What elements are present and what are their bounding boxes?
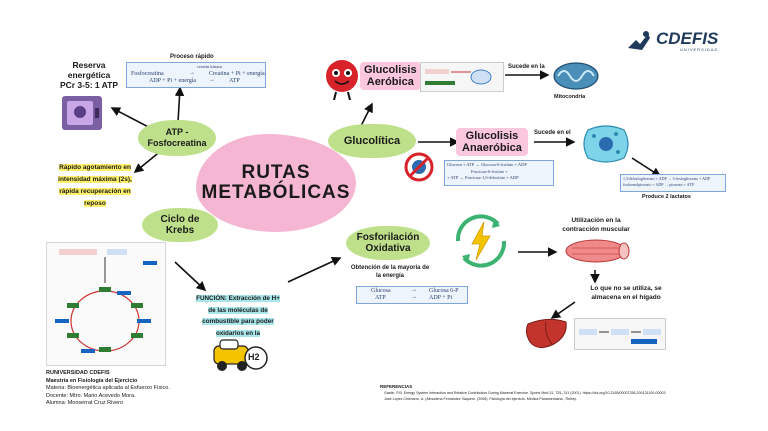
hydrogen-car-icon: H2 — [212, 332, 268, 376]
krebs-cycle-graphic — [55, 249, 157, 353]
fosforilacion-line2: Oxidativa — [365, 243, 411, 254]
glucolisis-aerobica-title: Glucolisis Aeróbica — [360, 62, 421, 90]
credits-line5: Alumna: Monserrat Cruz Rivero — [46, 400, 124, 406]
safe-vault-icon — [62, 96, 102, 130]
brand-logo: CDEFIS UNIVERSIDAD — [626, 30, 718, 52]
note-line2: intensidad máxima (2s), — [58, 176, 132, 183]
eq2-right: ATP — [229, 78, 240, 84]
krebs-line2: Krebs — [165, 225, 195, 236]
referencias-block: REFERENCIAS Gastin, P.B. Energy System I… — [380, 384, 720, 402]
funcion-line3: combustible para poder — [202, 318, 274, 325]
fosf-eq2-left: ATP — [375, 295, 386, 301]
brand-name: CDEFIS — [656, 28, 719, 48]
red-blood-cell-mascot-icon — [322, 58, 362, 101]
credits-line3: Materia: Bioenergética aplicada al Esfue… — [46, 385, 170, 391]
sucede-en-la-label: Sucede en la — [508, 64, 545, 70]
runner-logo-icon — [628, 31, 650, 50]
liver-storage-pathway-thumbnail — [574, 318, 666, 350]
lactato-eq-line2: fosfoenolpiruvato + ADP → piruvato + ATP — [623, 182, 694, 187]
sucede-en-el-label: Sucede en el — [534, 130, 571, 136]
referencias-title: REFERENCIAS — [380, 384, 413, 389]
glucolitica-label: Glucolítica — [343, 135, 401, 147]
funcion-line4: oxidarlos en la — [215, 329, 261, 337]
center-title-blob: RUTAS METABÓLICAS — [196, 134, 356, 232]
aerobica-line1: Glucolisis — [364, 64, 417, 76]
anaer-eq-line3: + ATP → Fructosa-1,6-difosfato + ADP — [447, 175, 519, 180]
reserva-energetica: Reserva energética PCr 3-5: 1 ATP — [54, 60, 124, 90]
brand-tagline: UNIVERSIDAD — [680, 46, 719, 52]
enzyme-label: creatin kinasa — [197, 64, 222, 69]
utilizacion-line2: contracción muscular — [562, 226, 630, 233]
funcion-line1: FUNCIÓN: Extracción de H+ — [196, 295, 280, 302]
proceso-rapido-equation: creatin kinasa Fosfocreatina → Creatina … — [126, 62, 266, 88]
h2-label: H2 — [248, 352, 260, 362]
mitocondria-label: Mitocondria — [554, 94, 586, 100]
no-oxygen-icon — [404, 152, 434, 182]
liver-icon — [524, 314, 570, 354]
atp-node-label: ATP - Fosfocreatina — [147, 127, 207, 148]
reserva-line1: Reserva — [72, 60, 106, 70]
eq1-left: Fosfocreatina — [131, 71, 164, 77]
cytoplasm-cell-icon — [580, 122, 632, 166]
fosforilacion-oxidativa-node: Fosforilación Oxidativa — [346, 226, 430, 260]
ciclo-krebs-node: Ciclo de Krebs — [142, 208, 218, 242]
glucolitica-node: Glucolítica — [328, 124, 416, 158]
note-line1: Rápido agotamiento en — [59, 164, 131, 171]
lactato-equation: 1,3-difosfoglicerato + ADP → 3-fosfoglic… — [620, 174, 726, 192]
credits-line1: RUNIVERSIDAD CDEFIS — [46, 370, 110, 376]
utilizacion-line1: Utilización en la — [571, 217, 621, 224]
eq1-arrow: → — [189, 70, 195, 76]
energy-cycle-lightning-icon — [448, 208, 514, 274]
mitochondria-icon — [552, 60, 600, 92]
rapido-agotamiento-note: Rápido agotamiento en intensidad máxima … — [52, 160, 138, 208]
credits-line2: Maestría en Fisiología del Ejercicio — [46, 377, 138, 384]
center-title-line2: METABÓLICAS — [201, 182, 351, 203]
glucolisis-anaerobica-title: Glucolisis Anaeróbica — [456, 128, 528, 156]
aerobic-pathway-thumbnail — [420, 62, 504, 92]
fosf-eq1-left: Glucosa — [371, 288, 391, 294]
anaerobic-equation: Glucosa + ATP → Glucosa-6-fosfato + ADP … — [444, 160, 554, 186]
anaer-eq-line2: Fructosa-6-fosfato + — [471, 168, 508, 174]
fosf-eq2-arrow: → — [411, 294, 417, 300]
center-title-line1: RUTAS — [241, 162, 311, 183]
almacena-line2: almacena en el hígado — [591, 294, 661, 301]
anaerobica-line1: Glucolisis — [465, 130, 519, 142]
atp-fosfocreatina-node: ATP - Fosfocreatina — [138, 120, 216, 156]
credits-line4: Docente: Mtro. Mario Acevedo Mora. — [46, 392, 136, 399]
obtencion-energia-note: Obtención de la mayoría de la energía — [340, 264, 440, 280]
produce-lactatos-label: Produce 2 lactatos — [642, 194, 691, 200]
funcion-line2: de las moléculas de — [208, 306, 268, 314]
credits-block: RUNIVERSIDAD CDEFIS Maestría en Fisiolog… — [46, 370, 170, 408]
muscle-fiber-icon — [562, 236, 630, 266]
fosf-eq1-arrow: → — [411, 287, 417, 293]
anaer-eq-line1: Glucosa + ATP → Glucosa-6-fosfato + ADP — [447, 162, 527, 167]
eq2-left: ADP + Pi + energía — [149, 78, 197, 84]
eq2-arrow: → — [209, 77, 215, 83]
funcion-note: FUNCIÓN: Extracción de H+ de las molécul… — [186, 292, 290, 338]
almacena-line1: Lo que no se utiliza, se — [590, 285, 662, 292]
obtencion-line2: la energía — [375, 273, 404, 279]
fosf-eq2-right: ADP + Pi — [429, 295, 453, 301]
note-line4: reposo — [84, 200, 106, 207]
fosf-eq1-right: Glucosa 6-P — [429, 288, 459, 294]
aerobica-line2: Aeróbica — [366, 76, 414, 88]
referencia-item-1: Gastin, P.B. Energy System Interaction a… — [384, 391, 666, 395]
eq1-right: Creatina + Pi + energía — [209, 71, 265, 77]
krebs-line1: Ciclo de — [160, 214, 200, 225]
utilizacion-note: Utilización en la contracción muscular — [548, 216, 644, 234]
referencia-item-2: José López Chicharro, A. (Almudena Ferná… — [384, 397, 578, 401]
reserva-line2: energética — [67, 70, 111, 80]
note-line3: rápida recuperación en — [59, 188, 131, 195]
krebs-cycle-diagram — [46, 242, 166, 366]
reserva-line3: PCr 3-5: 1 ATP — [59, 80, 119, 90]
fosforilacion-line1: Fosforilación — [356, 232, 420, 243]
lactato-eq-line1: 1,3-difosfoglicerato + ADP → 3-fosfoglic… — [623, 176, 711, 181]
almacena-higado-note: Lo que no se utiliza, se almacena en el … — [576, 284, 676, 302]
anaerobica-line2: Anaeróbica — [462, 142, 522, 154]
proceso-rapido-label: Proceso rápido — [170, 54, 214, 60]
obtencion-line1: Obtención de la mayoría de — [350, 265, 430, 271]
fosforilacion-equation: Glucosa → Glucosa 6-P ATP → ADP + Pi — [356, 286, 468, 304]
